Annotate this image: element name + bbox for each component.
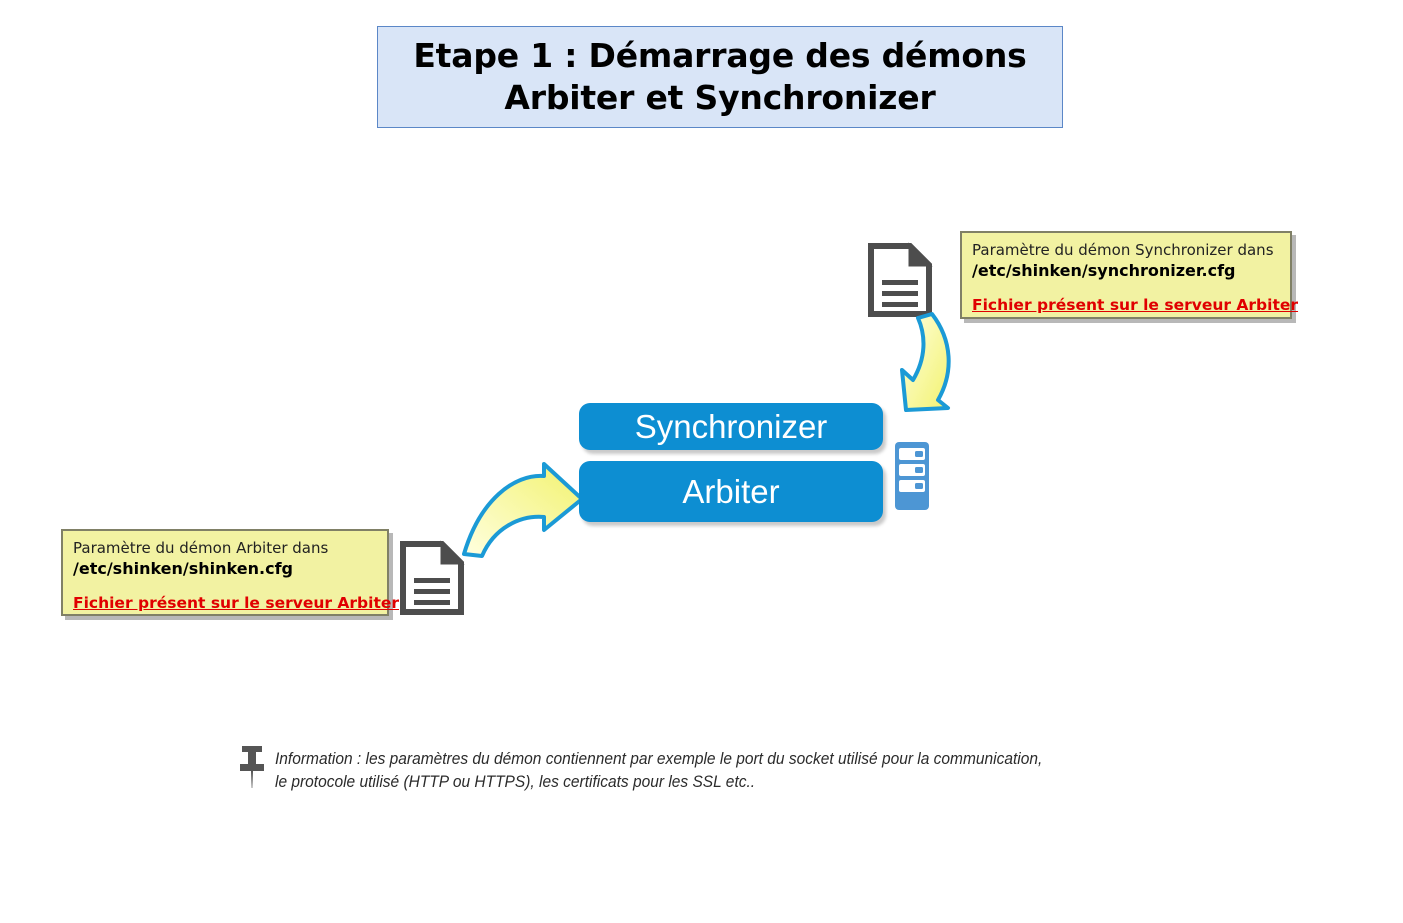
curved-arrow-right-icon <box>462 462 584 558</box>
footer-information-text: Information : les paramètres du démon co… <box>275 750 1043 791</box>
document-icon-arbiter <box>400 540 465 615</box>
note-arbiter-path: /etc/shinken/shinken.cfg <box>73 559 293 578</box>
note-synchronizer-highlight: Fichier présent sur le serveur Arbiter <box>972 296 1299 314</box>
footer-information: Information : les paramètres du démon co… <box>275 748 1215 794</box>
server-rack-icon <box>895 442 929 510</box>
daemon-label-synchronizer: Synchronizer <box>634 408 828 445</box>
daemon-label-arbiter: Arbiter <box>682 473 780 510</box>
note-arbiter-description: Paramètre du démon Arbiter dans <box>73 539 329 557</box>
page-title-box: Etape 1 : Démarrage des démons Arbiter e… <box>377 26 1063 128</box>
curved-arrow-down-icon <box>900 312 951 412</box>
note-synchronizer-config: Paramètre du démon Synchronizer dans /et… <box>960 231 1299 319</box>
note-arbiter-highlight: Fichier présent sur le serveur Arbiter <box>73 594 400 612</box>
daemon-box-synchronizer[interactable]: Synchronizer <box>579 403 883 450</box>
note-arbiter-config: Paramètre du démon Arbiter dans /etc/shi… <box>61 529 400 616</box>
note-synchronizer-path: /etc/shinken/synchronizer.cfg <box>972 261 1236 280</box>
page-title: Etape 1 : Démarrage des démons Arbiter e… <box>413 36 1027 117</box>
pushpin-icon <box>240 746 264 788</box>
note-synchronizer-description: Paramètre du démon Synchronizer dans <box>972 241 1274 259</box>
document-icon-synchronizer <box>868 242 933 317</box>
daemon-box-arbiter[interactable]: Arbiter <box>579 461 883 522</box>
